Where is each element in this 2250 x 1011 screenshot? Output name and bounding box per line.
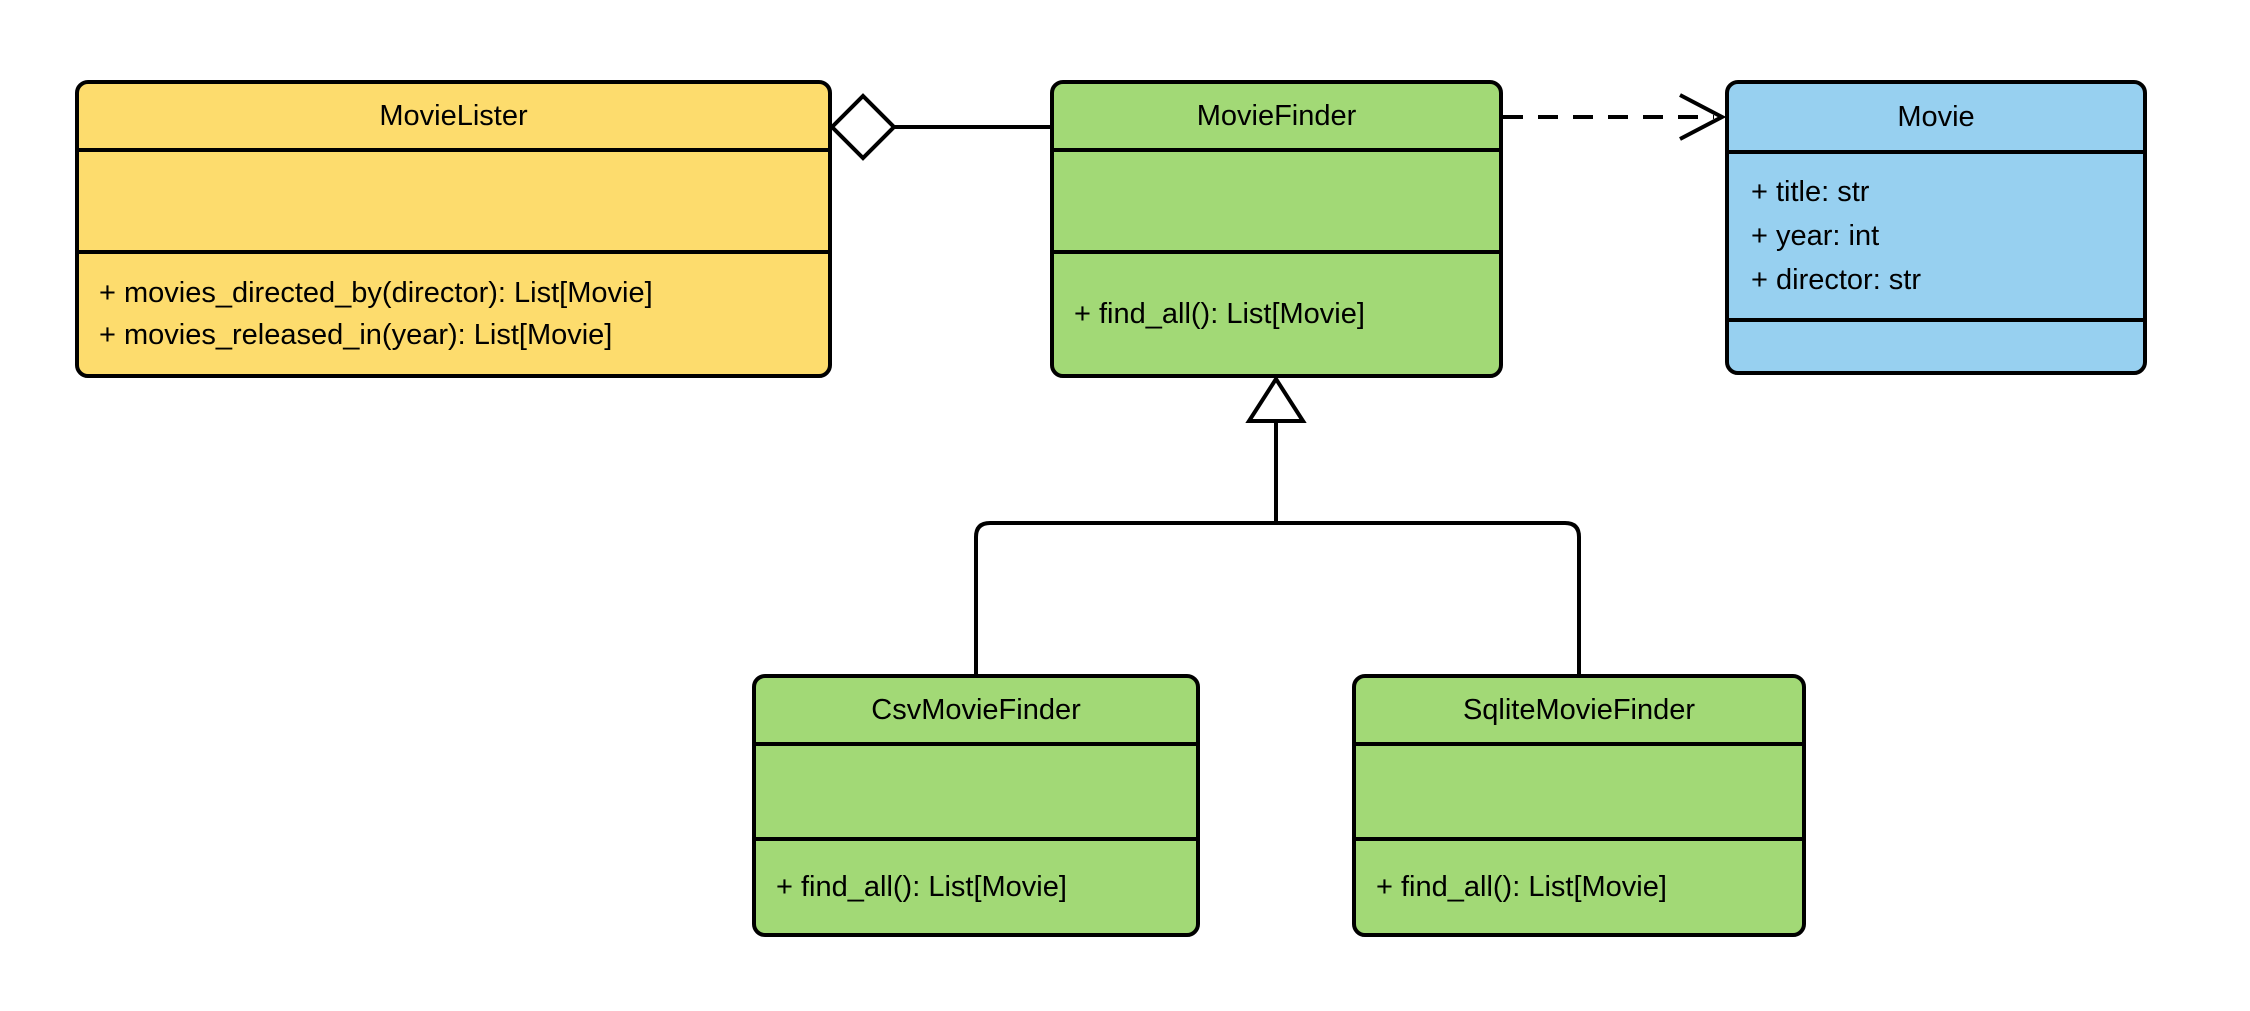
class-title: SqliteMovieFinder <box>1462 693 1696 726</box>
method: + find_all(): List[Movie] <box>776 871 1067 903</box>
class-attributes-section-empty <box>1054 148 1499 250</box>
inheritance-edges <box>974 375 1581 676</box>
method: + find_all(): List[Movie] <box>1074 298 1365 330</box>
class-methods-section: + movies_directed_by(director): List[Mov… <box>79 250 828 374</box>
class-attributes-section: + title: str + year: int + director: str <box>1729 150 2143 318</box>
class-attributes-section-empty <box>79 148 828 250</box>
aggregation-diamond <box>829 93 897 161</box>
class-sqlite-movie-finder: SqliteMovieFinder + find_all(): List[Mov… <box>1352 674 1806 937</box>
attribute: + director: str <box>1751 264 1922 296</box>
class-movie: Movie + title: str + year: int + directo… <box>1725 80 2147 375</box>
class-attributes-section-empty <box>756 742 1196 837</box>
dependency-open-arrowhead <box>1679 93 1727 141</box>
class-methods-section: + find_all(): List[Movie] <box>1356 837 1802 933</box>
class-methods-section: + find_all(): List[Movie] <box>1054 250 1499 374</box>
method: + movies_released_in(year): List[Movie] <box>99 319 613 351</box>
class-title: MovieLister <box>379 99 528 132</box>
class-movie-lister: MovieLister + movies_directed_by(directo… <box>75 80 832 378</box>
class-attributes-section-empty <box>1356 742 1802 837</box>
class-movie-finder: MovieFinder + find_all(): List[Movie] <box>1050 80 1503 378</box>
class-methods-section-empty <box>1729 318 2143 371</box>
class-csv-movie-finder: CsvMovieFinder + find_all(): List[Movie] <box>752 674 1200 937</box>
attribute: + title: str <box>1751 176 1870 208</box>
class-title: CsvMovieFinder <box>871 693 1081 726</box>
inheritance-triangle <box>1245 375 1307 423</box>
attribute: + year: int <box>1751 220 1880 252</box>
class-title: Movie <box>1897 100 1975 133</box>
class-methods-section: + find_all(): List[Movie] <box>756 837 1196 933</box>
class-title: MovieFinder <box>1196 99 1357 132</box>
method: + movies_directed_by(director): List[Mov… <box>99 277 653 309</box>
dependency-edge-moviefinder-movie <box>1503 93 1727 141</box>
aggregation-edge-movielister-moviefinder <box>829 93 1052 161</box>
method: + find_all(): List[Movie] <box>1376 871 1667 903</box>
